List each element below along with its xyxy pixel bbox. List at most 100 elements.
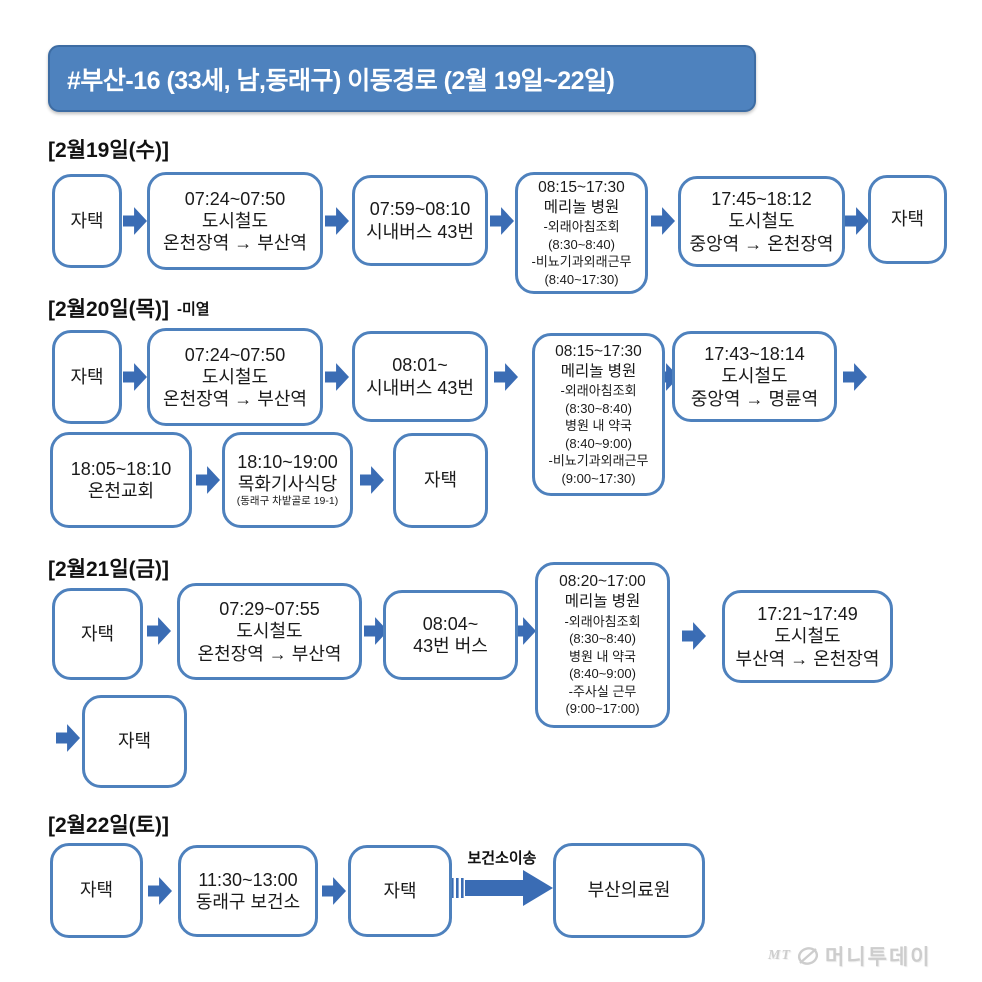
flow-arrow-icon — [147, 617, 171, 645]
node-route: 중앙역 → 온천장역 — [689, 233, 834, 254]
node-home: 자택 — [348, 845, 452, 937]
node-detail: -주사실 근무 — [568, 683, 637, 699]
node-time: 07:24~07:50 — [184, 188, 286, 209]
flow-arrow-icon — [196, 466, 220, 494]
node-label: 자택 — [890, 209, 925, 230]
day-heading-feb21: [2월21일(금)] — [48, 553, 169, 583]
node-time: 17:45~18:12 — [711, 189, 812, 210]
node-mode: 시내버스 43번 — [366, 221, 474, 242]
flow-arrow-icon — [494, 363, 518, 391]
node-mode: 도시철도 — [201, 210, 269, 231]
node-time: 18:10~19:00 — [237, 451, 338, 472]
node-time: 08:01~ — [392, 355, 448, 376]
node-home: 자택 — [52, 174, 122, 268]
node-mode: 도시철도 — [236, 621, 303, 642]
node-subway: 07:29~07:55 도시철도 온천장역 → 부산역 — [177, 583, 362, 680]
day-heading-text: [2월20일(목)] — [48, 298, 169, 321]
node-detail: (8:40~9:00) — [565, 435, 632, 451]
node-detail: (9:00~17:00) — [565, 701, 640, 717]
node-time: 17:43~18:14 — [704, 344, 805, 365]
node-time: 18:05~18:10 — [70, 458, 172, 479]
node-place: 메리놀 병원 — [543, 198, 620, 216]
node-home: 자택 — [52, 330, 122, 424]
node-subway: 17:45~18:12 도시철도 중앙역 → 온천장역 — [678, 176, 845, 267]
flow-arrow-icon — [845, 207, 869, 235]
node-subway: 07:24~07:50 도시철도 온천장역 → 부산역 — [147, 172, 323, 270]
node-time: 08:15~17:30 — [538, 178, 625, 196]
symptom-note: -미열 — [176, 301, 210, 318]
node-route: 온천장역 → 부산역 — [197, 643, 342, 664]
page-title: #부산-16 (33세, 남,동래구) 이동경로 (2월 19일~22일) — [67, 66, 615, 95]
flow-arrow-icon — [56, 724, 80, 752]
day-heading-text: [2월21일(금)] — [48, 558, 169, 581]
transfer-label: 보건소이송 — [467, 850, 537, 867]
node-label: 자택 — [383, 880, 417, 901]
node-mode: 43번 버스 — [413, 636, 488, 656]
node-detail: (8:30~8:40) — [565, 400, 632, 416]
node-detail: (9:00~17:30) — [561, 470, 636, 486]
node-place: 메리놀 병원 — [564, 593, 641, 611]
node-mode: 시내버스 43번 — [366, 377, 474, 398]
node-subway: 17:21~17:49 도시철도 부산역 → 온천장역 — [722, 590, 893, 683]
node-mode: 도시철도 — [774, 626, 841, 647]
node-home: 자택 — [868, 175, 947, 264]
node-home: 자택 — [52, 588, 143, 680]
day-heading-feb20: [2월20일(목)] -미열 — [48, 293, 210, 323]
node-time: 07:59~08:10 — [369, 199, 471, 220]
node-time: 07:29~07:55 — [219, 599, 320, 620]
node-detail: (8:30~8:40) — [569, 631, 636, 647]
node-detail: 병원 내 약국 — [564, 418, 633, 434]
day-heading-feb22: [2월22일(토)] — [48, 809, 169, 839]
flow-arrow-icon — [325, 207, 349, 235]
node-detail: -비뇨기과외래근무 — [548, 453, 649, 469]
node-home: 자택 — [393, 433, 488, 528]
node-detail: -외래아침조회 — [564, 613, 641, 629]
node-church: 18:05~18:10 온천교회 — [50, 432, 192, 528]
node-place: 동래구 보건소 — [195, 892, 301, 912]
node-subway: 07:24~07:50 도시철도 온천장역 → 부산역 — [147, 328, 323, 426]
node-route: 부산역 → 온천장역 — [735, 648, 880, 669]
node-label: 부산의료원 — [587, 880, 671, 901]
node-route: 온천장역 → 부산역 — [163, 233, 307, 254]
node-bus: 08:04~ 43번 버스 — [383, 590, 518, 680]
node-label: 자택 — [79, 880, 114, 901]
node-place: 메리놀 병원 — [560, 362, 637, 380]
node-detail: -비뇨기과외래근무 — [531, 254, 632, 270]
node-place: 목화기사식당 — [237, 474, 338, 495]
moneytoday-logo-icon — [797, 947, 819, 965]
node-home: 자택 — [82, 695, 187, 788]
node-time: 17:21~17:49 — [757, 604, 858, 625]
flow-arrow-icon — [148, 877, 172, 905]
node-bus: 07:59~08:10 시내버스 43번 — [352, 175, 488, 266]
day-heading-text: [2월22일(토)] — [48, 814, 169, 837]
flow-arrow-icon — [843, 363, 867, 391]
node-time: 07:24~07:50 — [184, 344, 286, 365]
node-label: 자택 — [80, 623, 115, 644]
flow-arrow-icon — [655, 363, 679, 391]
node-mode: 도시철도 — [201, 366, 269, 387]
node-label: 자택 — [423, 470, 458, 491]
logo-name-text: 머니투데이 — [825, 946, 932, 969]
node-route: 중앙역 → 명륜역 — [690, 388, 819, 409]
node-time: 08:20~17:00 — [559, 573, 646, 591]
day-heading-text: [2월19일(수)] — [48, 139, 169, 162]
flow-arrow-icon — [360, 466, 384, 494]
transfer-arrow-icon — [451, 870, 553, 906]
node-detail: -외래아침조회 — [543, 219, 620, 235]
node-health-center: 11:30~13:00 동래구 보건소 — [178, 845, 318, 937]
node-label: 자택 — [70, 366, 104, 387]
node-medical-center: 부산의료원 — [553, 843, 705, 938]
node-mode: 도시철도 — [728, 211, 795, 232]
moneytoday-logo: MT 머니투데이 — [768, 941, 932, 971]
logo-mt-text: MT — [768, 948, 791, 963]
node-bus: 08:01~ 시내버스 43번 — [352, 331, 488, 422]
flow-arrow-icon — [123, 363, 147, 391]
node-detail: (8:30~8:40) — [548, 236, 615, 252]
node-mode: 도시철도 — [721, 366, 788, 387]
node-hospital: 08:20~17:00 메리놀 병원 -외래아침조회 (8:30~8:40) 병… — [535, 562, 670, 728]
flow-arrow-icon — [682, 622, 706, 650]
node-home: 자택 — [50, 843, 143, 938]
day-heading-feb19: [2월19일(수)] — [48, 134, 169, 164]
flow-arrow-icon — [325, 363, 349, 391]
